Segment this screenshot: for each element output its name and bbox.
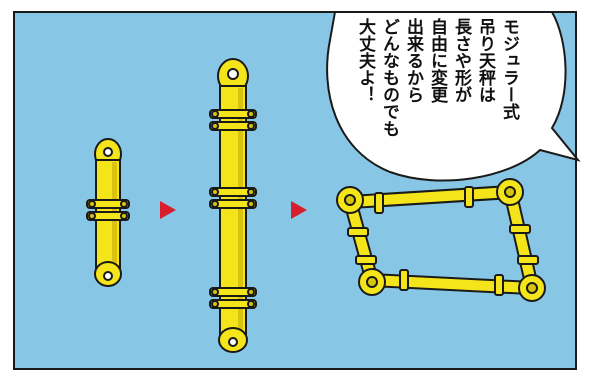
caption-line-5: 出来るから <box>403 18 423 103</box>
caption-line-4: 自由に変更 <box>427 18 447 103</box>
caption-line-2: 吊り天秤は <box>475 18 495 103</box>
caption-line-6: どんなものでも <box>379 18 399 137</box>
speech-bubble <box>326 11 581 182</box>
short-hanger-pipe <box>86 138 130 287</box>
long-hanger-pipe <box>209 58 257 353</box>
triangle-right-icon <box>291 201 307 219</box>
caption-line-1: モジュラー式 <box>499 18 519 120</box>
modular-frame-assembly <box>336 178 546 302</box>
triangle-right-icon <box>160 201 176 219</box>
caption-line-7: 大丈夫よ！ <box>355 18 375 103</box>
caption-line-3: 長さや形が <box>451 18 471 103</box>
bubble-caption: モジュラー式 吊り天秤は 長さや形が 自由に変更 出来るから どんなものでも 大… <box>344 18 530 168</box>
